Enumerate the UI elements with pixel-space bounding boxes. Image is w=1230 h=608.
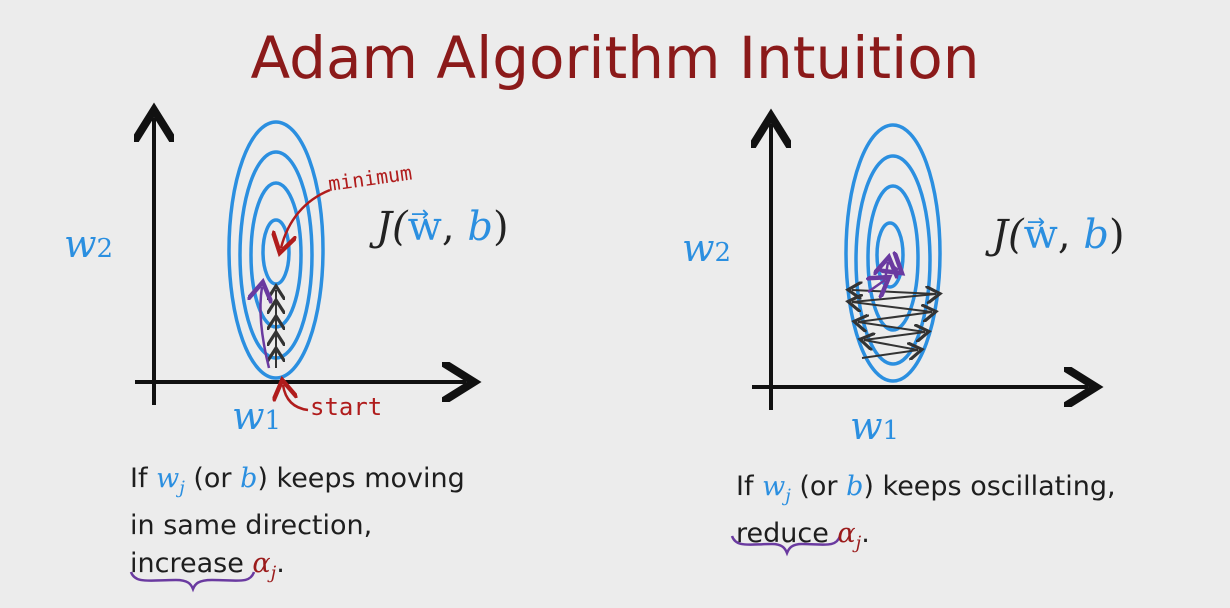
right-caption-w-subscript: j	[785, 485, 791, 507]
right-caption-w: w	[762, 471, 786, 502]
start-pointer-arrow	[283, 385, 309, 412]
right-plot	[752, 124, 1088, 410]
right-purple-arrows	[868, 262, 898, 292]
right-caption-reduce: reduce	[736, 518, 829, 550]
right-caption-line-2: reduce αj.	[736, 515, 1116, 562]
right-cost-comma: ,	[1057, 212, 1071, 258]
right-caption-b: b	[846, 471, 864, 502]
right-x-axis-label: w1	[850, 404, 899, 448]
right-caption: If wj (or b) keeps oscillating, reduce α…	[736, 468, 1116, 563]
right-caption-alpha: α	[837, 518, 856, 550]
right-cost-function-label: J( → w, b)	[992, 210, 1125, 258]
left-caption-line-3: increase αj.	[130, 545, 465, 592]
left-caption-line-2: in same direction,	[130, 510, 373, 542]
right-caption-period: .	[861, 518, 870, 550]
left-caption: If wj (or b) keeps moving in same direct…	[130, 460, 465, 593]
right-cost-w: w	[1023, 212, 1058, 258]
right-x-axis-letter: w	[850, 404, 883, 448]
left-plot	[135, 118, 466, 412]
right-caption-if: If	[736, 471, 763, 502]
reduce-underline-brace	[730, 535, 842, 557]
right-caption-rest: ) keeps oscillating,	[863, 471, 1116, 502]
left-caption-line-1: If wj (or b) keeps moving	[130, 460, 465, 507]
left-caption-or: (or	[184, 463, 241, 494]
right-y-axis-letter: w	[682, 226, 715, 270]
left-caption-w-subscript: j	[179, 477, 185, 499]
right-cost-j: J(	[992, 212, 1024, 258]
right-cost-b: b	[1083, 212, 1109, 258]
left-x-axis-label: w1	[232, 394, 281, 438]
left-cost-w: w	[407, 204, 442, 250]
right-contour-4	[875, 221, 905, 289]
minimum-pointer-arrow	[281, 188, 331, 248]
right-y-axis-subscript: 2	[714, 238, 732, 268]
left-vector-arrow-icon: →	[410, 202, 430, 227]
left-caption-rest: ) keeps moving	[257, 463, 465, 494]
left-caption-increase: increase	[130, 548, 244, 580]
left-caption-alpha: α	[252, 548, 271, 580]
right-x-axis-subscript: 1	[882, 416, 900, 446]
left-x-axis-letter: w	[232, 394, 265, 438]
right-caption-line-1: If wj (or b) keeps oscillating,	[736, 468, 1116, 515]
left-caption-w: w	[156, 463, 180, 494]
left-cost-b: b	[467, 204, 493, 250]
left-x-axis-subscript: 1	[264, 406, 282, 436]
right-caption-or: (or	[790, 471, 847, 502]
left-purple-arrow	[260, 287, 269, 369]
increase-underline-brace	[129, 571, 256, 593]
left-y-axis-subscript: 2	[96, 234, 114, 264]
right-caption-alpha-subscript: j	[855, 532, 862, 554]
left-cost-comma: ,	[441, 204, 455, 250]
left-caption-alpha-subscript: j	[270, 562, 277, 584]
left-contour-4	[261, 218, 291, 286]
start-annotation: start	[310, 393, 383, 421]
right-contours	[844, 123, 942, 383]
right-cost-close: )	[1108, 212, 1125, 258]
left-caption-period: .	[276, 548, 285, 580]
left-y-axis-letter: w	[64, 222, 97, 266]
left-cost-function-label: J( → w, b)	[376, 202, 509, 250]
left-caption-if: If	[130, 463, 157, 494]
right-vector-arrow-icon: →	[1026, 210, 1046, 235]
right-contour-2	[854, 154, 932, 366]
left-y-axis-label: w2	[64, 222, 113, 266]
left-cost-j: J(	[376, 204, 408, 250]
right-contour-3	[866, 184, 920, 332]
right-contour-1	[844, 123, 942, 383]
slide-title: Adam Algorithm Intuition	[250, 24, 980, 92]
right-y-axis-label: w2	[682, 226, 731, 270]
left-cost-close: )	[492, 204, 509, 250]
left-caption-b: b	[240, 463, 258, 494]
